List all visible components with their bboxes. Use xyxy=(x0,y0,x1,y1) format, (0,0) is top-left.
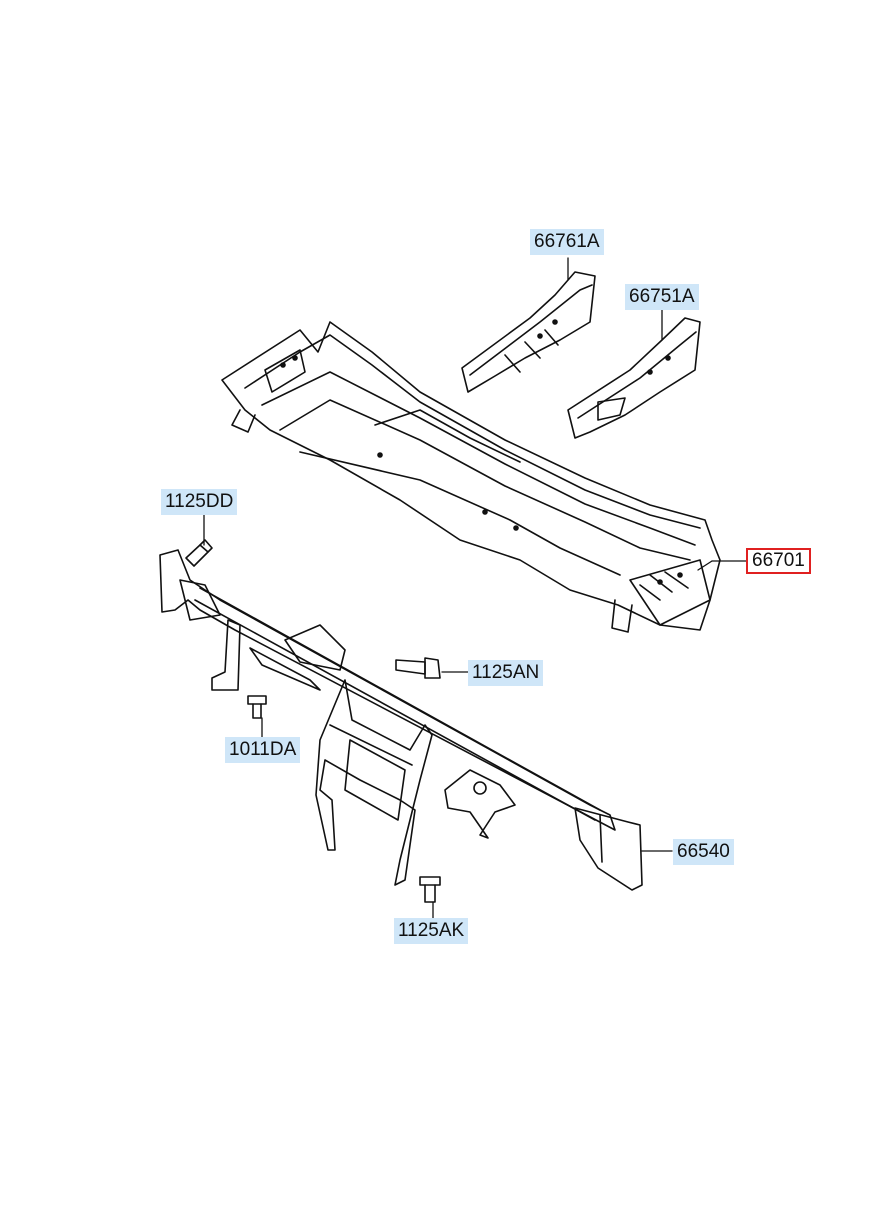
bolt-1125AN-drawing xyxy=(395,657,441,679)
leader-lines xyxy=(203,257,747,919)
bolt-1125DD-drawing xyxy=(185,539,213,567)
bolt-1125AK-drawing xyxy=(419,876,441,903)
callout-66761A[interactable]: 66761A xyxy=(530,229,604,255)
cowl-panel-drawing xyxy=(221,321,721,633)
reinforcement-66761A-drawing xyxy=(461,271,596,393)
callout-66701[interactable]: 66701 xyxy=(746,548,811,574)
callout-66751A[interactable]: 66751A xyxy=(625,284,699,310)
cross-bar-drawing xyxy=(159,549,643,891)
callout-66540[interactable]: 66540 xyxy=(673,839,734,865)
callout-1125AN[interactable]: 1125AN xyxy=(468,660,544,686)
callout-1125DD[interactable]: 1125DD xyxy=(161,489,238,515)
reinforcement-66751A-drawing xyxy=(567,317,701,439)
bolt-1011DA-drawing xyxy=(247,695,267,719)
callout-1011DA[interactable]: 1011DA xyxy=(225,737,301,763)
callout-1125AK[interactable]: 1125AK xyxy=(394,918,469,944)
